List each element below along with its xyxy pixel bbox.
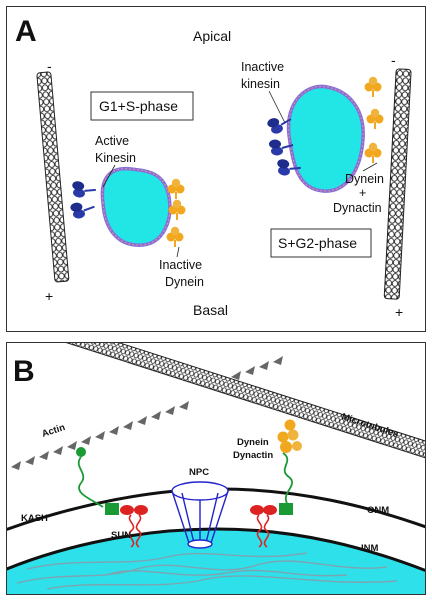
- inm-label: INM: [361, 543, 379, 554]
- sun-label: SUN: [111, 530, 131, 541]
- dynein-dynactin-plus: +: [359, 186, 366, 200]
- onm-label: ONM: [367, 505, 389, 516]
- npc-label: NPC: [189, 467, 209, 478]
- linc-left: [76, 447, 148, 548]
- microtubule-right-plus: +: [395, 304, 403, 320]
- apical-label: Apical: [193, 28, 231, 44]
- kinesin-left-1: [69, 179, 98, 202]
- microtubule-band: [53, 343, 425, 462]
- inactive-dynein-label-1: Inactive: [159, 258, 202, 272]
- dynein-dynactin-label-2: Dynactin: [333, 201, 382, 215]
- dynein-dynactin-complex: [277, 419, 302, 453]
- nuclear-pore-complex: [171, 481, 229, 549]
- dynein-dynactin-label-1: Dynein: [345, 172, 384, 186]
- dynein-label: Dynein: [237, 437, 269, 448]
- panel-a-letter: A: [15, 15, 37, 48]
- nucleus-left: [100, 166, 172, 247]
- kash-label: KASH: [21, 513, 48, 524]
- sun-left-head-1: [120, 505, 134, 515]
- inactive-kinesin-label-2: kinesin: [241, 77, 280, 91]
- panel-b-letter: B: [13, 355, 35, 388]
- sun-right-head-1: [250, 505, 264, 515]
- kash-right: [279, 503, 293, 515]
- dynein-right-1: [363, 75, 383, 98]
- phase-box-left: G1+S-phase: [90, 91, 194, 121]
- phase-right-label: S+G2-phase: [278, 235, 357, 251]
- active-kinesin-label-2: Kinesin: [95, 151, 136, 165]
- actin-label: Actin: [41, 422, 67, 440]
- actin-filament-top: [231, 356, 283, 380]
- actin-filament-left: [11, 401, 189, 470]
- kash-left: [105, 503, 119, 515]
- inner-nuclear-membrane: [7, 527, 425, 572]
- dynein-left-3: [165, 225, 185, 248]
- kinesin-left-2: [69, 200, 97, 221]
- microtubule-right: [383, 68, 412, 300]
- dynein-right-3: [363, 141, 383, 164]
- panel-b-diagram: B Microtubules: [7, 343, 425, 594]
- nucleus-right: [286, 84, 365, 193]
- panel-b: B Microtubules: [6, 342, 426, 595]
- sun-right-head-2: [263, 505, 277, 515]
- sun-left-head-2: [134, 505, 148, 515]
- microtubule-right-minus: -: [391, 52, 396, 68]
- phase-box-right: S+G2-phase: [270, 228, 372, 258]
- microtubule-left: [36, 71, 70, 283]
- inactive-dynein-label-2: Dynein: [165, 275, 204, 289]
- microtubule-left-minus: -: [47, 58, 52, 74]
- active-kinesin-label-1: Active: [95, 134, 129, 148]
- inactive-kinesin-label-1: Inactive: [241, 60, 284, 74]
- panel-a: A Apical Basal - + - + G1+S-phase S+G2-p…: [6, 6, 426, 332]
- microtubule-left-plus: +: [45, 288, 53, 304]
- linc-right: [250, 452, 293, 548]
- basal-label: Basal: [193, 302, 228, 318]
- phase-left-label: G1+S-phase: [99, 98, 178, 114]
- dynactin-label: Dynactin: [233, 450, 273, 461]
- panel-a-diagram: A Apical Basal - + - + G1+S-phase S+G2-p…: [15, 15, 412, 320]
- dynein-right-2: [365, 107, 385, 130]
- nucleoplasm: [7, 529, 425, 594]
